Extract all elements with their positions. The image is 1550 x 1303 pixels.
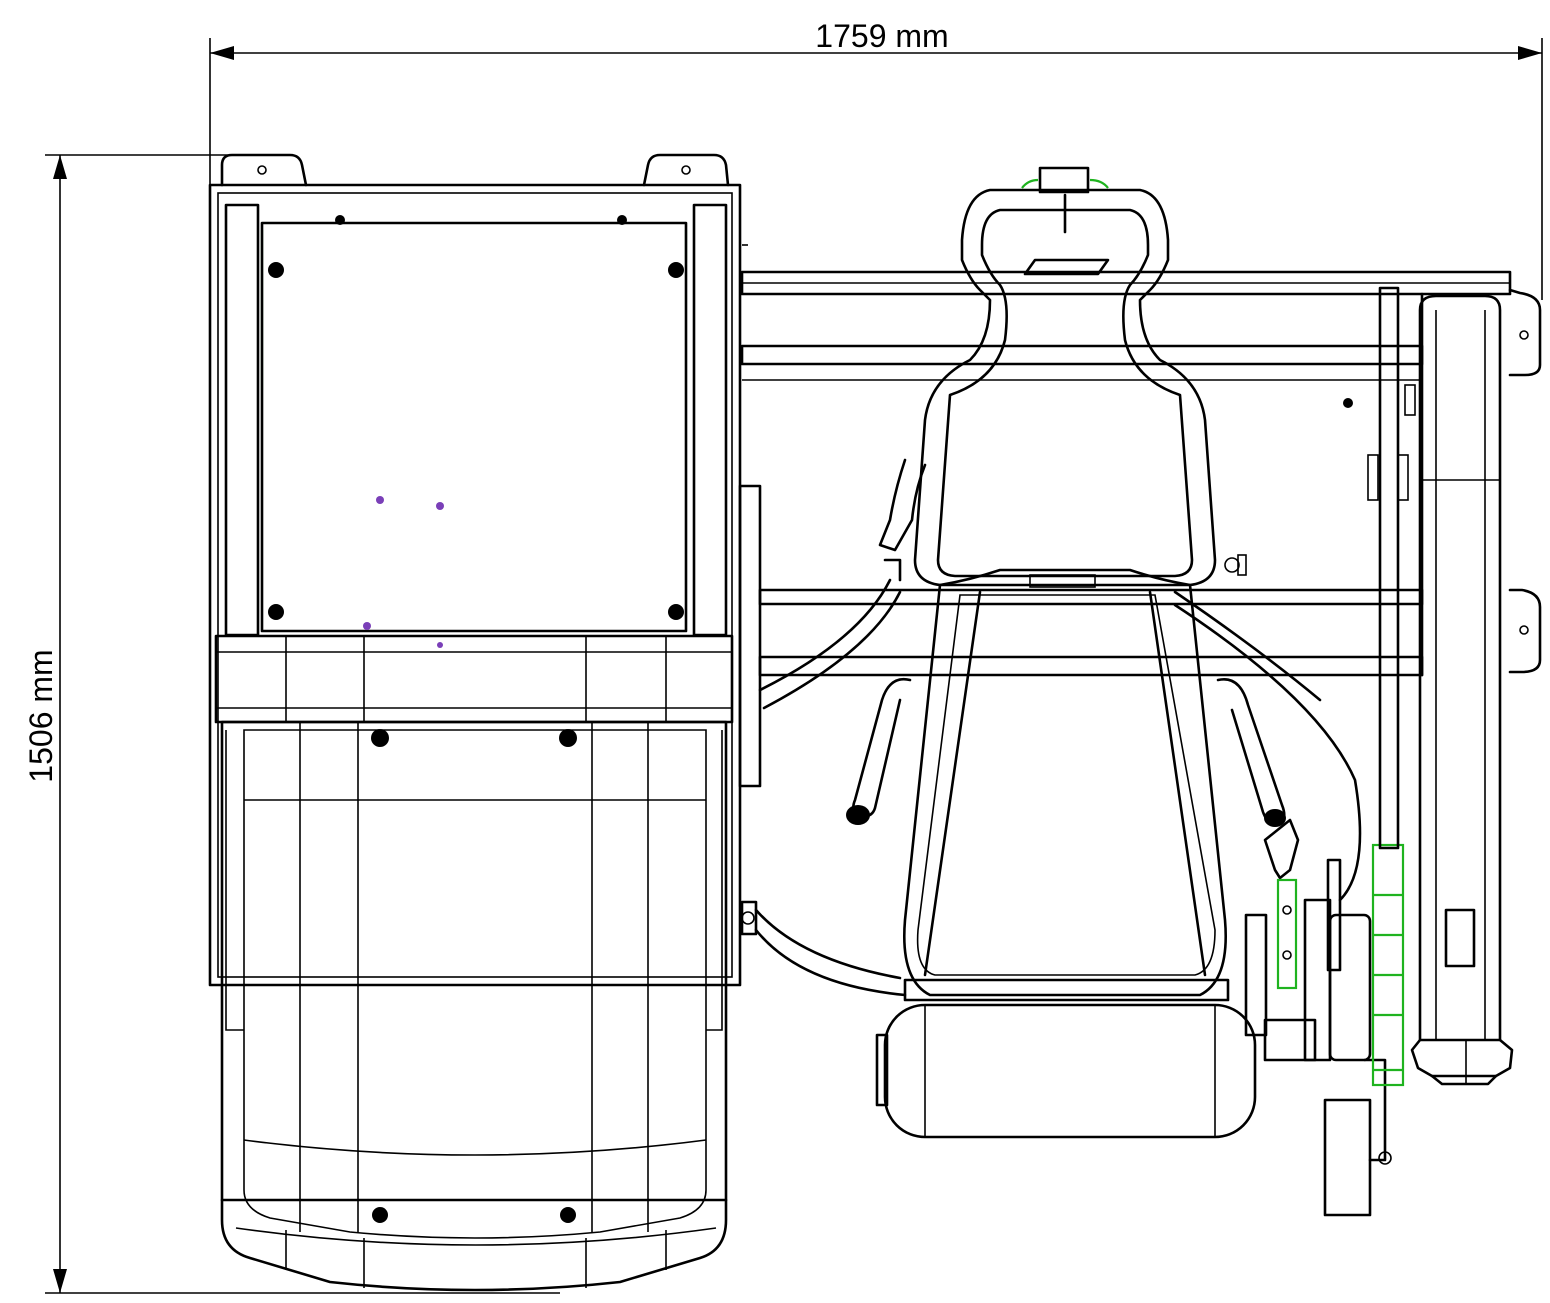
width-dimension-label: 1759 mm bbox=[815, 18, 948, 54]
seat-front-roller bbox=[875, 1003, 1257, 1139]
height-dimension-label: 1506 mm bbox=[23, 649, 59, 782]
support-arms bbox=[740, 578, 1362, 997]
pedal-assembly bbox=[1244, 286, 1416, 1217]
seat-cushion bbox=[903, 568, 1230, 1002]
width-dimension: 1759 mm bbox=[209, 18, 1543, 300]
right-column bbox=[1410, 294, 1514, 1086]
height-dimension: 1506 mm bbox=[23, 154, 560, 1294]
base-cabinet bbox=[220, 720, 728, 1292]
seat-backrest bbox=[913, 166, 1217, 587]
rail-frame bbox=[740, 270, 1542, 677]
monitor-stand bbox=[208, 153, 762, 987]
side-grips bbox=[846, 458, 1300, 880]
